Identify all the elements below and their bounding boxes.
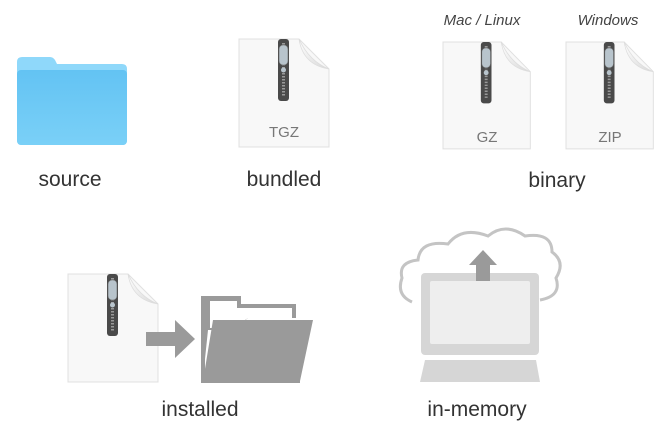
file-type-tgz: TGZ <box>269 124 299 141</box>
label-bundled: bundled <box>246 168 322 191</box>
platform-mac-linux: Mac / Linux <box>443 12 521 29</box>
label-in-memory: in-memory <box>427 398 527 421</box>
platform-windows: Windows <box>577 12 639 29</box>
laptop-icon <box>420 273 540 382</box>
label-source: source <box>38 168 102 191</box>
arrow-right-icon <box>146 320 195 358</box>
label-installed: installed <box>161 398 239 421</box>
file-type-zip: ZIP <box>598 129 621 146</box>
blue-folder-icon <box>17 57 127 145</box>
file-type-gz: GZ <box>477 129 498 146</box>
archive-icon <box>66 272 160 384</box>
arrow-up-icon <box>469 250 497 281</box>
open-folder-icon <box>201 296 313 383</box>
label-binary: binary <box>528 169 586 192</box>
